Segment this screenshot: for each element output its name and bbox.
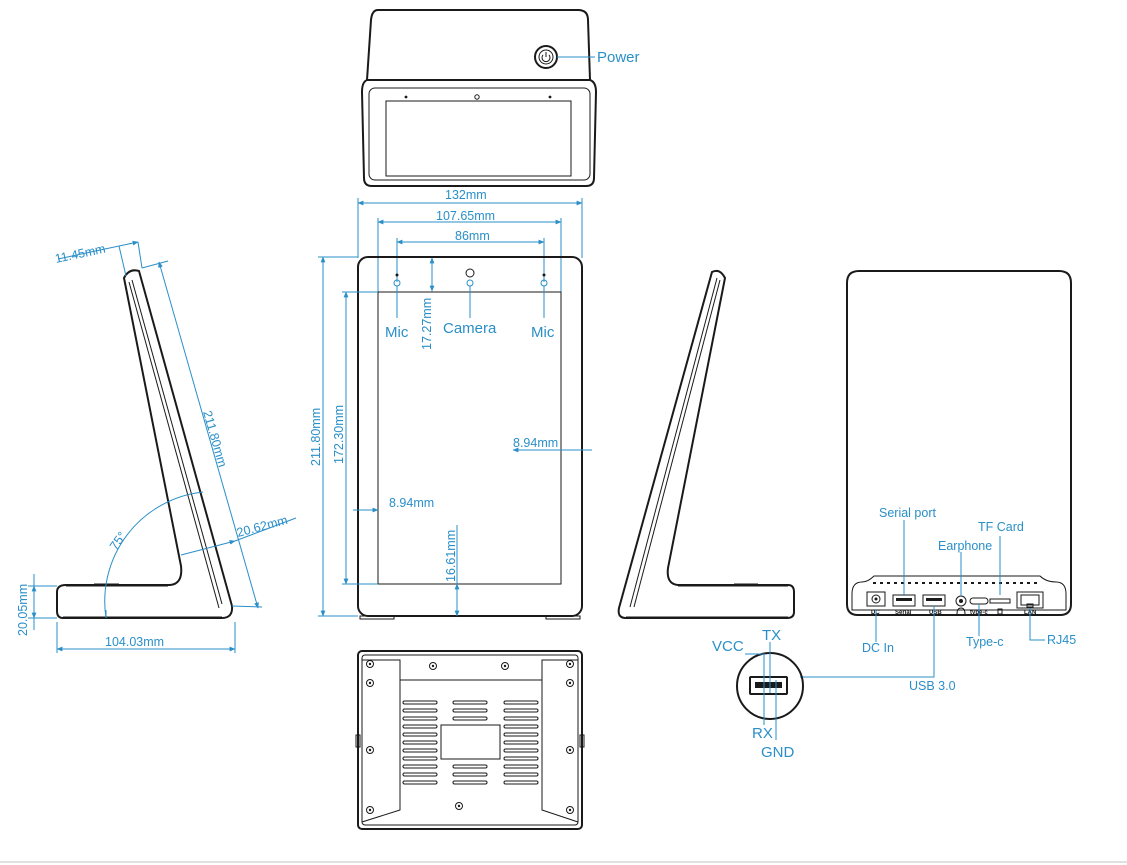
dc-in-label: DC In — [862, 641, 894, 655]
side-view-left: 11.45mm 211.80mm 20.62mm 75° 20.05mm 104… — [16, 240, 297, 653]
tf-card-slot-icon — [989, 598, 1011, 615]
type-c-label: Type-c — [966, 635, 1004, 649]
serial-port-icon: Serial — [892, 594, 916, 616]
camera-lens-icon — [465, 268, 475, 278]
gnd-pin-label: GND — [761, 744, 795, 761]
top-bezel-dim: 17.27mm — [420, 298, 434, 350]
power-label: Power — [597, 49, 640, 66]
angle-dim: 75° — [107, 529, 129, 553]
earphone-jack-icon — [955, 595, 967, 615]
base-height-dim: 20.05mm — [16, 584, 30, 636]
side-bezel-left-dim: 8.94mm — [389, 496, 434, 510]
screw-holes — [366, 660, 574, 814]
rear-vent-row — [873, 582, 1037, 584]
mic-left-label: Mic — [385, 324, 409, 341]
width-total-dim: 132mm — [445, 188, 487, 202]
tf-card-label: TF Card — [978, 520, 1024, 534]
top-view: Power — [360, 9, 640, 187]
rj45-label: RJ45 — [1047, 633, 1076, 647]
camera-label: Camera — [443, 320, 497, 337]
bottom-vent-slots — [402, 700, 539, 785]
mic-spacing-dim: 86mm — [455, 229, 490, 243]
thickness-dim: 11.45mm — [54, 242, 107, 266]
earphone-label: Earphone — [938, 539, 992, 553]
height-screen-dim: 172.30mm — [332, 405, 346, 464]
front-view: 132mm 107.65mm 86mm Mic Camera Mic 17.27… — [309, 188, 592, 620]
usb3-label: USB 3.0 — [909, 679, 956, 693]
bottom-bezel-dim: 16.61mm — [444, 530, 458, 582]
bottom-view — [355, 650, 585, 830]
side-view-right — [617, 269, 795, 619]
vcc-pin-label: VCC — [712, 638, 744, 655]
height-total-dim: 211.80mm — [309, 408, 323, 466]
panel-length-dim: 211.80mm — [200, 409, 229, 469]
width-screen-dim: 107.65mm — [436, 209, 495, 223]
mic-right-label: Mic — [531, 324, 555, 341]
rx-pin-label: RX — [752, 725, 773, 742]
base-depth-dim: 20.62mm — [235, 513, 289, 540]
base-length-dim: 104.03mm — [105, 635, 164, 649]
side-bezel-right-dim: 8.94mm — [513, 436, 558, 450]
usb-pinout-detail: VCC TX RX GND — [712, 627, 804, 761]
tx-pin-label: TX — [762, 627, 781, 644]
serial-marking: Serial — [895, 610, 912, 616]
serial-port-label: Serial port — [879, 506, 936, 520]
usb-marking: USB — [929, 610, 942, 616]
rear-view: DC Serial USB type-c LAN — [712, 270, 1076, 761]
